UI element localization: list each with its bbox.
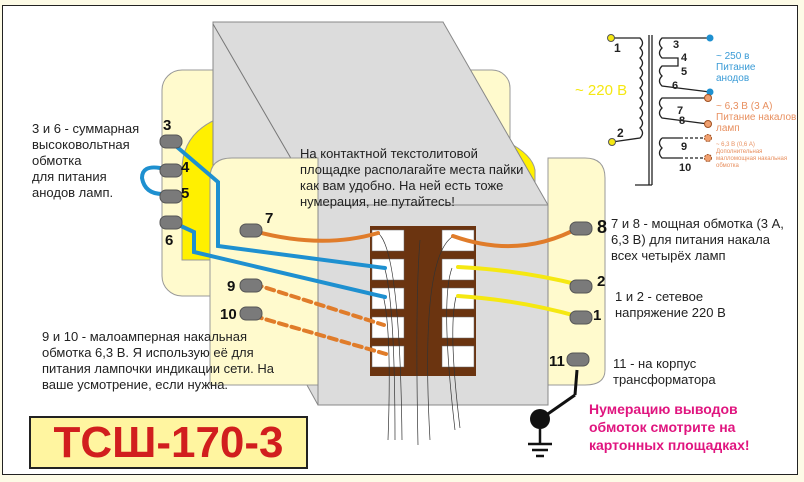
pcb-note: На контактной текстолитовой площадке рас… <box>300 146 524 209</box>
pcb-pad-right <box>441 316 475 339</box>
sch-pin-8 <box>704 120 712 128</box>
pcb-pad-left <box>371 258 405 281</box>
pin-8-label: 8 <box>597 217 608 237</box>
heater-winding <box>658 97 709 125</box>
ground-note: 11 - на корпус трансформатора <box>613 356 716 387</box>
pin-7-label: 7 <box>265 210 274 227</box>
sch-pin-7-num: 7 <box>677 105 684 117</box>
wire-pin9 <box>252 282 386 327</box>
pin-4-label: 4 <box>181 159 190 176</box>
wire-pin10 <box>252 314 388 356</box>
winding-schematic <box>611 35 711 186</box>
solder-lug <box>569 279 593 294</box>
front-cardboard-right <box>547 157 606 386</box>
aux-winding <box>658 137 680 159</box>
primary-winding <box>611 37 644 143</box>
sch-pin-6-num: 6 <box>672 80 679 92</box>
solder-lug <box>569 221 593 236</box>
sch-pin-2-num: 2 <box>617 126 624 140</box>
sch-pin-1-num: 1 <box>614 41 621 55</box>
pin-9-label: 9 <box>227 278 236 295</box>
wire-pin3 <box>168 139 387 270</box>
wire-pin7 <box>248 228 380 243</box>
pin-5-label: 5 <box>181 185 190 202</box>
solder-lug <box>239 306 263 321</box>
ground-node <box>530 409 550 429</box>
ground-icon <box>528 429 552 458</box>
sch-pin-8-num: 8 <box>679 115 686 127</box>
lead-wire <box>377 232 403 441</box>
sch-pin-4-num: 4 <box>681 52 688 64</box>
sch-primary-label: ~ 220 В <box>575 82 628 99</box>
pin-2-label: 2 <box>597 273 606 290</box>
sch-anode-label: ~ 250 в Питание анодов <box>716 51 756 84</box>
sch-pin-5-num: 5 <box>681 66 688 78</box>
lead-wire <box>382 294 390 441</box>
wire-pin1 <box>456 294 582 319</box>
sch-pin-1 <box>607 34 615 42</box>
heater-note: 7 и 8 - мощная обмотка (3 А, 6,3 В) для … <box>611 216 784 263</box>
sch-pin-7 <box>704 94 712 102</box>
anode-note: 3 и 6 - суммарная высоковольтная обмотка… <box>32 121 140 200</box>
wire-pin2 <box>456 265 582 287</box>
lead-wires <box>377 232 461 446</box>
sch-pin-10 <box>704 154 712 162</box>
sch-pin-3 <box>706 34 714 42</box>
solder-lug <box>159 134 183 149</box>
sch-pin-9 <box>704 134 712 142</box>
wire-jumper-4-5 <box>139 165 167 197</box>
pin-10-label: 10 <box>220 306 237 323</box>
ground-wire <box>573 369 579 396</box>
solder-lug <box>159 163 183 178</box>
lead-wire <box>416 239 421 446</box>
anode-winding <box>658 37 711 93</box>
sch-heater-label: ~ 6,3 В (3 А) Питание накалов ламп <box>716 101 797 134</box>
warning-note: Нумерацию выводов обмоток смотрите на ка… <box>589 401 750 453</box>
aux-note: 9 и 10 - малоамперная накальная обмотка … <box>42 329 274 392</box>
sch-pin-9-num: 9 <box>681 141 688 153</box>
wire-pin8 <box>451 225 582 249</box>
pin-6-label: 6 <box>165 232 174 249</box>
solder-lug <box>159 189 183 204</box>
mains-note: 1 и 2 - сетевое напряжение 220 В <box>615 289 726 320</box>
solder-lug <box>566 352 590 367</box>
sch-pin-6 <box>706 88 714 96</box>
sch-pin-3-num: 3 <box>673 39 680 51</box>
sch-aux-label: ~ 6,3 В (0,6 А) Дополнительная малломощн… <box>716 142 788 169</box>
lead-wire <box>452 296 461 429</box>
model-title: ТСШ-170-3 <box>53 418 284 467</box>
solder-lug <box>569 310 593 325</box>
solder-lug <box>159 215 183 230</box>
lead-wire <box>446 267 456 431</box>
wire-pin6 <box>168 219 387 299</box>
pin-11-label: 11 <box>549 353 565 370</box>
lead-wire <box>427 236 453 441</box>
pcb-pad-left <box>371 287 405 310</box>
solder-lug <box>239 223 263 238</box>
solder-lug <box>239 278 263 293</box>
pin-3-label: 3 <box>163 117 172 134</box>
sch-pin-10-num: 10 <box>679 162 692 174</box>
pcb-pad-right <box>441 345 475 368</box>
title-box: ТСШ-170-3 <box>29 416 308 469</box>
lead-wire <box>383 265 396 441</box>
sch-pin-2 <box>608 138 616 146</box>
pin-1-label: 1 <box>593 307 602 324</box>
